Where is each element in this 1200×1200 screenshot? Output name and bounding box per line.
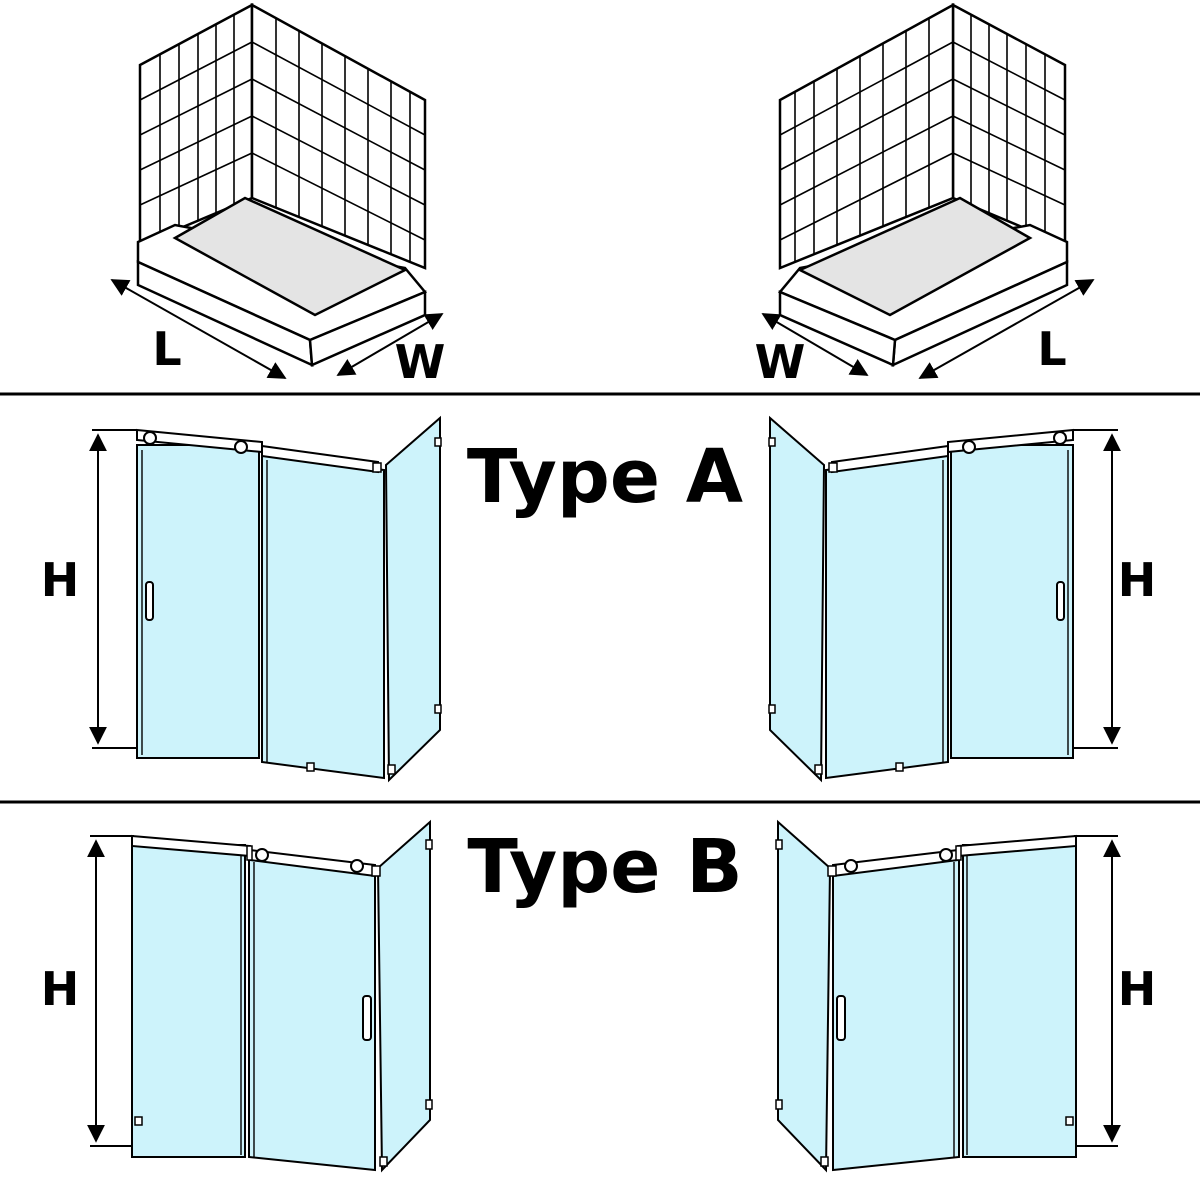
type-a-enclosure-left bbox=[89, 415, 442, 783]
height-label-type-b-right: H bbox=[1118, 962, 1157, 1016]
type-a-title: Type A bbox=[467, 434, 743, 520]
length-label-left: L bbox=[152, 322, 181, 376]
shower-base-left bbox=[110, 2, 444, 379]
height-label-type-a-left: H bbox=[41, 553, 80, 607]
type-a-enclosure-right bbox=[768, 415, 1121, 783]
height-label-type-b-left: H bbox=[41, 962, 80, 1016]
length-label-right: L bbox=[1037, 322, 1066, 376]
type-b-enclosure-right bbox=[775, 819, 1121, 1173]
height-label-type-a-right: H bbox=[1118, 553, 1157, 607]
shower-base-right bbox=[761, 2, 1095, 379]
width-label-right: W bbox=[755, 335, 806, 389]
type-b-enclosure-left bbox=[87, 819, 433, 1173]
width-label-left: W bbox=[395, 335, 446, 389]
type-b-title: Type B bbox=[467, 824, 742, 910]
